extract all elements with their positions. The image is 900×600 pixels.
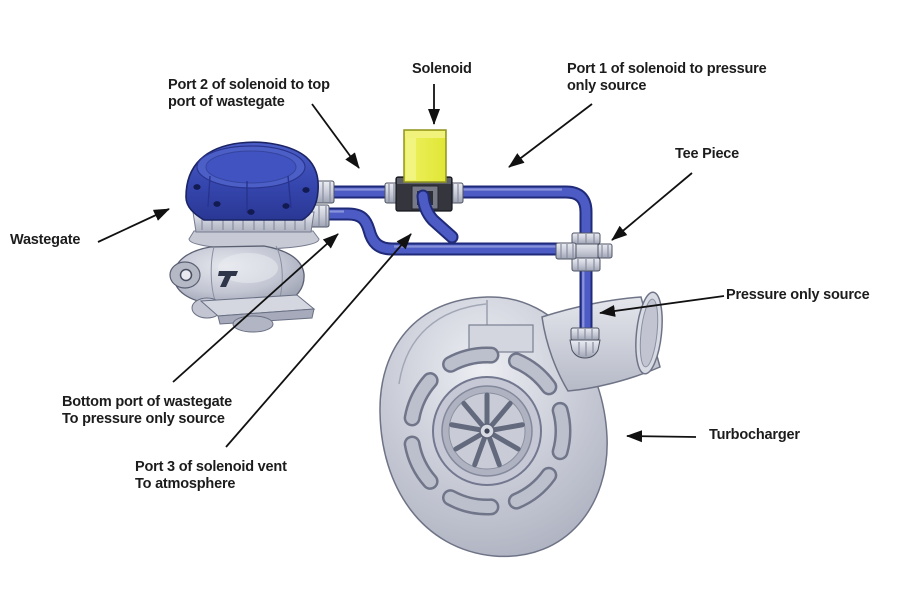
label-port3-vent-line1: Port 3 of solenoid vent	[135, 459, 287, 475]
arrow-wastegate	[97, 208, 170, 243]
label-bottom-port: Bottom port of wastegate To pressure onl…	[62, 394, 232, 428]
arrow-port1	[508, 103, 593, 168]
label-bottom-port-line2: To pressure only source	[62, 411, 225, 427]
label-wastegate-line1: Wastegate	[10, 232, 81, 248]
label-pressure-source: Pressure only source	[726, 287, 870, 304]
label-turbocharger-line1: Turbocharger	[709, 427, 800, 443]
label-solenoid-line1: Solenoid	[412, 61, 472, 77]
label-port2-line2: port of wastegate	[168, 94, 285, 110]
turbocharger-illustration	[379, 291, 663, 558]
label-bottom-port-line1: Bottom port of wastegate	[62, 394, 233, 410]
label-port1: Port 1 of solenoid to pressure only sour…	[567, 61, 767, 95]
compressor-wheel	[432, 376, 542, 486]
impeller-blades	[449, 392, 525, 468]
boost-hoses	[310, 185, 593, 336]
arrow-bottom-port	[172, 233, 339, 383]
label-tee-piece: Tee Piece	[675, 146, 739, 163]
solenoid-illustration	[384, 129, 464, 244]
brand-emblem	[218, 271, 238, 287]
label-port2: Port 2 of solenoid to top port of wasteg…	[168, 77, 330, 111]
tee-piece-illustration	[555, 232, 613, 272]
cap-bolts	[193, 184, 310, 215]
pressure-source-fitting	[569, 327, 601, 359]
label-tee-piece-line1: Tee Piece	[675, 146, 740, 162]
label-pressure-source-line1: Pressure only source	[726, 287, 870, 303]
hose-port1	[450, 185, 593, 246]
arrow-tee-piece	[611, 172, 693, 241]
turbo-name-plate	[468, 324, 534, 353]
label-solenoid: Solenoid	[412, 61, 472, 78]
annotation-arrows	[97, 84, 725, 448]
label-port3-vent-line2: To atmosphere	[135, 476, 236, 492]
arrow-turbocharger	[626, 430, 697, 443]
arrow-port3-vent	[225, 233, 412, 448]
turbo-vent-slots	[402, 346, 572, 516]
arrow-port2	[311, 103, 360, 169]
label-turbocharger: Turbocharger	[709, 427, 800, 444]
label-port3-vent: Port 3 of solenoid vent To atmosphere	[135, 459, 287, 493]
label-port1-line2: only source	[567, 78, 647, 94]
label-port1-line1: Port 1 of solenoid to pressure	[567, 61, 767, 77]
arrow-pressure-source	[599, 295, 725, 317]
label-wastegate: Wastegate	[10, 232, 80, 249]
wastegate-illustration	[169, 141, 335, 333]
label-port2-line1: Port 2 of solenoid to top	[168, 77, 330, 93]
